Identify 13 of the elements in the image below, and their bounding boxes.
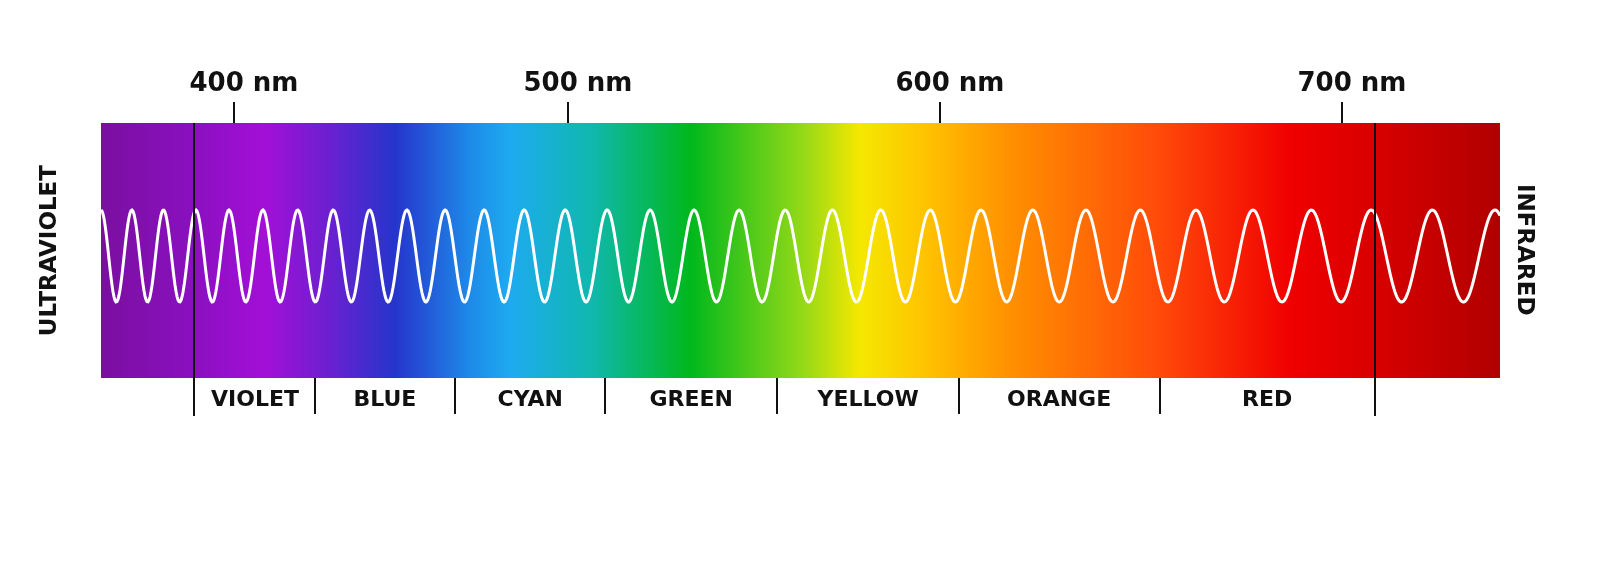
wavelength-label: 700 nm — [1297, 69, 1407, 95]
color-band-label: ORANGE — [1007, 388, 1112, 410]
color-band-label: GREEN — [649, 388, 733, 410]
color-band-label: RED — [1242, 388, 1293, 410]
wavelength-label: 500 nm — [523, 69, 633, 95]
color-band-label: YELLOW — [817, 388, 919, 410]
wavelength-label: 600 nm — [895, 69, 1005, 95]
wavelength-label: 400 nm — [189, 69, 299, 95]
color-band-label: VIOLET — [211, 388, 299, 410]
region-label: ULTRAVIOLET — [36, 164, 60, 336]
color-band-label: BLUE — [353, 388, 417, 410]
color-band-label: CYAN — [497, 388, 563, 410]
region-label: INFRARED — [1513, 184, 1537, 316]
